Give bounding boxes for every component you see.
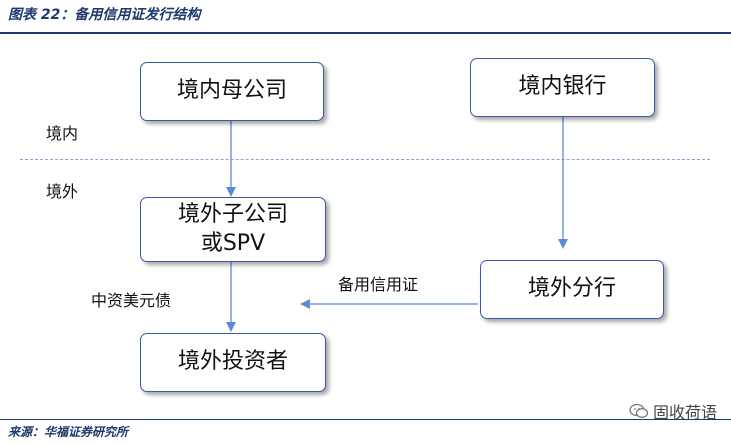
node-subsidiary-line1: 境外子公司 [177,201,288,227]
node-overseas-investor: 境外投资者 [140,333,326,392]
watermark: 固收荷语 [629,399,717,423]
node-overseas-branch: 境外分行 [480,260,664,319]
title-divider [0,32,731,34]
node-subsidiary-line2: 或SPV [200,230,266,256]
border-divider [20,159,710,160]
node-overseas-subsidiary: 境外子公司 或SPV [140,197,326,262]
edge-label-sblc: 备用信用证 [338,275,419,294]
wechat-icon [629,403,649,418]
footer-divider [0,419,731,420]
figure-title: 图表 22：备用信用证发行结构 [8,7,201,23]
edge-label-bond: 中资美元债 [91,291,172,310]
source-note: 来源：华福证券研究所 [8,425,129,439]
node-domestic-bank-label: 境内银行 [518,74,607,100]
node-parent-company: 境内母公司 [140,62,324,121]
zone-label-offshore: 境外 [46,182,79,201]
node-domestic-bank: 境内银行 [470,58,655,117]
node-parent-company-label: 境内母公司 [176,78,287,104]
zone-label-onshore: 境内 [46,124,79,143]
node-overseas-investor-label: 境外投资者 [177,349,288,375]
node-overseas-branch-label: 境外分行 [527,276,616,302]
watermark-text: 固收荷语 [652,403,717,422]
